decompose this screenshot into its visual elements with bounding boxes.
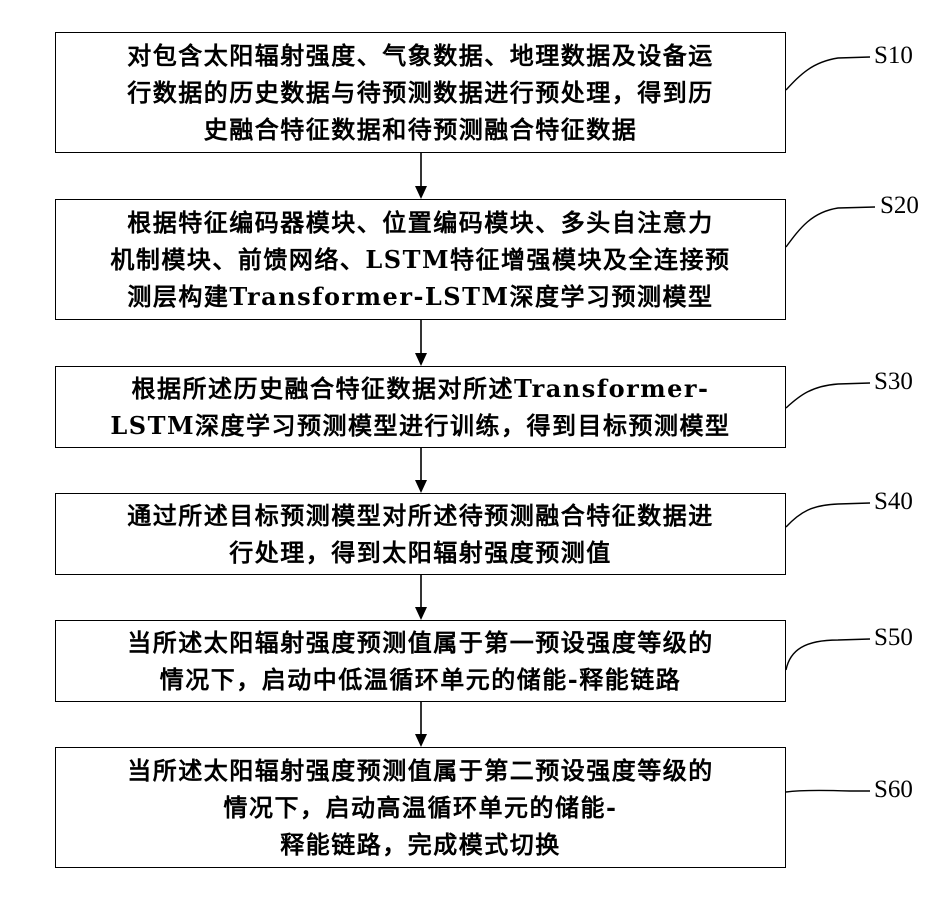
leader-s30 [786,383,870,408]
leader-s60 [786,790,870,792]
step-label-s60: S60 [874,776,913,804]
step-label-s50: S50 [874,624,913,652]
step-label-s40: S40 [874,488,913,516]
down-arrows [415,153,427,747]
step-label-s30: S30 [874,368,913,396]
leader-s20 [786,207,875,247]
leader-s10 [786,57,870,90]
step-label-s20: S20 [880,192,919,220]
step-label-s10: S10 [874,42,913,70]
leader-lines [786,57,875,792]
leader-s50 [786,639,870,670]
leader-s40 [786,503,870,527]
